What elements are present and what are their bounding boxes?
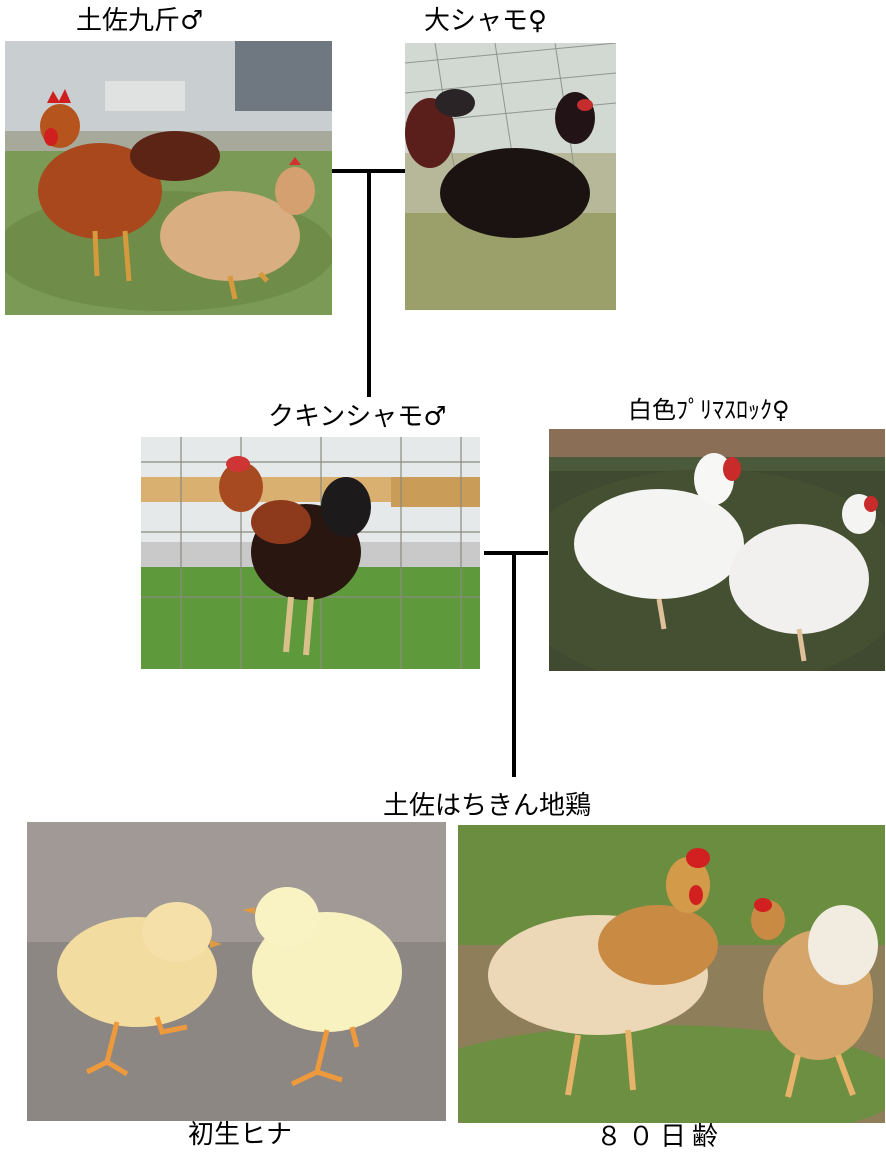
label-tosa-kukin-male: 土佐九斤♂ xyxy=(76,6,204,36)
label-tosa-hachikin-jidori: 土佐はちきん地鶏 xyxy=(383,791,592,821)
connector-mid-horizontal xyxy=(484,551,548,555)
label-o-shamo-female: 大シャモ♀ xyxy=(424,6,548,36)
photo-tosa-kukin xyxy=(5,41,332,315)
photo-80-day-old xyxy=(458,825,885,1123)
label-kukin-shamo-male: クキンシャモ♂ xyxy=(268,402,447,432)
connector-top-vertical xyxy=(367,171,371,397)
label-white-plymouth-rock-female: 白色ﾌﾟﾘﾏｽﾛｯｸ♀ xyxy=(628,396,790,424)
photo-day-old-chicks xyxy=(27,822,446,1121)
label-80-days-old: ８０日齢 xyxy=(596,1122,725,1152)
photo-white-plymouth-rock xyxy=(549,429,885,671)
photo-o-shamo xyxy=(405,43,616,310)
label-day-old-chick: 初生ヒナ xyxy=(188,1120,293,1150)
connector-mid-vertical xyxy=(512,553,516,777)
photo-kukin-shamo xyxy=(141,437,480,669)
